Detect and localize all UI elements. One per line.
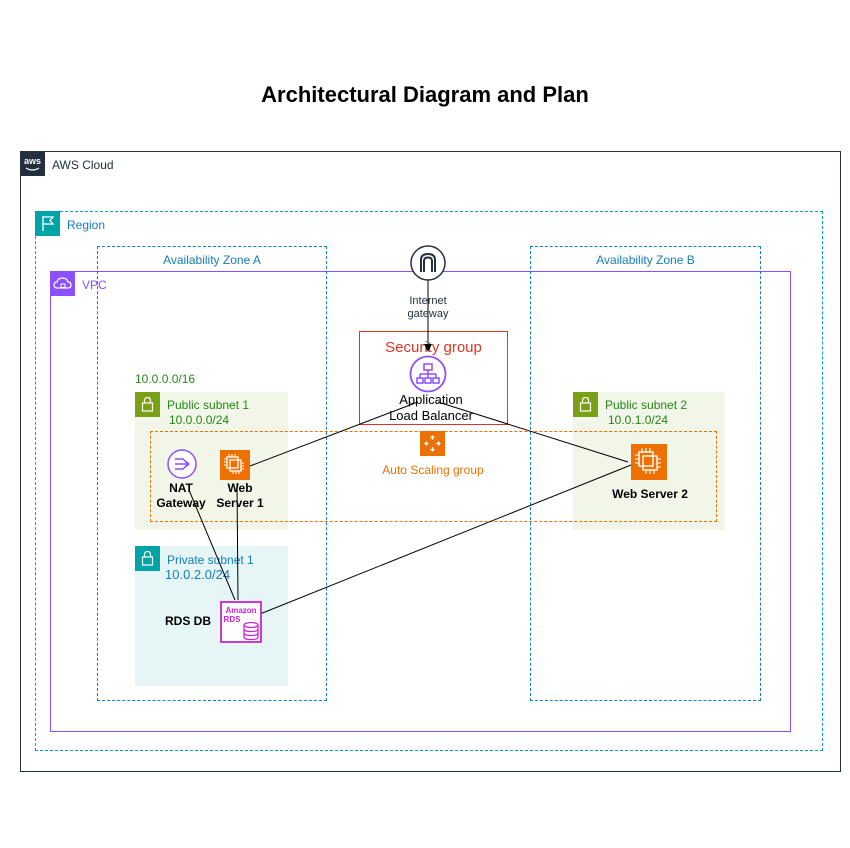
nat-gateway-label-line1: NAT: [169, 481, 193, 495]
nat-gateway-label-line2: Gateway: [156, 496, 206, 510]
security-group: [359, 331, 508, 425]
auto-scaling-icon: [420, 431, 445, 456]
nat-gateway-label: NAT Gateway: [148, 481, 214, 511]
private-subnet-1-label: Private subnet 1: [167, 553, 254, 567]
nat-to-rds-line: [188, 489, 236, 601]
load-balancer-icon: [409, 355, 447, 393]
aws-cloud-label: AWS Cloud: [52, 158, 114, 172]
security-group-label: Security group: [385, 339, 482, 356]
vpc-cloud-icon: [50, 271, 75, 296]
load-balancer-label-line2: Load Balancer: [389, 408, 473, 423]
web-server-2-to-rds-line: [259, 464, 632, 615]
region-flag-icon: [35, 211, 60, 236]
page-title: Architectural Diagram and Plan: [261, 82, 589, 107]
vpc-label: VPC: [82, 278, 107, 292]
auto-scaling-label: Auto Scaling group: [382, 463, 484, 477]
internet-gateway-label: Internet gateway: [388, 295, 468, 321]
web-server-1-label-line1: Web: [227, 481, 253, 495]
lock-icon: [135, 546, 160, 571]
web-server-1-label: Web Server 1: [205, 481, 275, 511]
svg-text:aws: aws: [24, 156, 41, 166]
public-subnet-2-label: Public subnet 2: [605, 398, 688, 412]
load-balancer-label: Application Load Balancer: [370, 392, 492, 424]
availability-zone-a: [97, 246, 327, 701]
lock-icon: [573, 392, 598, 417]
nat-gateway-icon: [166, 448, 198, 480]
public-subnet-1-cidr: 10.0.0.0/24: [169, 413, 230, 427]
rds-database-icon: Amazon RDS: [220, 601, 262, 643]
internet-gateway-label-line2: gateway: [407, 308, 449, 320]
private-subnet-1-cidr: 10.0.2.0/24: [165, 567, 231, 582]
availability-zone-b-label: Availability Zone B: [596, 253, 695, 267]
load-balancer-label-line1: Application: [399, 392, 463, 407]
aws-cloud-group: [20, 151, 841, 772]
ec2-instance-icon: [220, 450, 250, 480]
web-server-1-label-line2: Server 1: [216, 496, 264, 510]
aws-logo-icon: aws: [20, 151, 45, 176]
availability-zone-b: [530, 246, 761, 701]
availability-zone-a-label: Availability Zone A: [163, 253, 261, 267]
web-server-2-label: Web Server 2: [612, 487, 688, 501]
public-subnet-1-label: Public subnet 1: [167, 398, 250, 412]
region-label: Region: [67, 218, 106, 232]
ec2-instance-icon: [631, 444, 667, 480]
alb-to-web-server-2-line: [437, 401, 629, 463]
region-group: [35, 211, 823, 751]
alb-to-web-server-1-line: [249, 401, 419, 467]
rds-icon-text-line2: RDS: [224, 615, 242, 624]
internet-gateway-label-line1: Internet: [409, 295, 447, 307]
vpc-cidr: 10.0.0.0/16: [135, 372, 196, 386]
lock-icon: [135, 392, 160, 417]
web-server-1-to-rds-line: [236, 482, 239, 601]
internet-gateway-icon: [410, 245, 446, 281]
public-subnet-2-cidr: 10.0.1.0/24: [608, 413, 669, 427]
rds-icon-text-line1: Amazon: [225, 606, 256, 615]
rds-label: RDS DB: [164, 614, 211, 628]
private-subnet-1: [135, 546, 288, 686]
